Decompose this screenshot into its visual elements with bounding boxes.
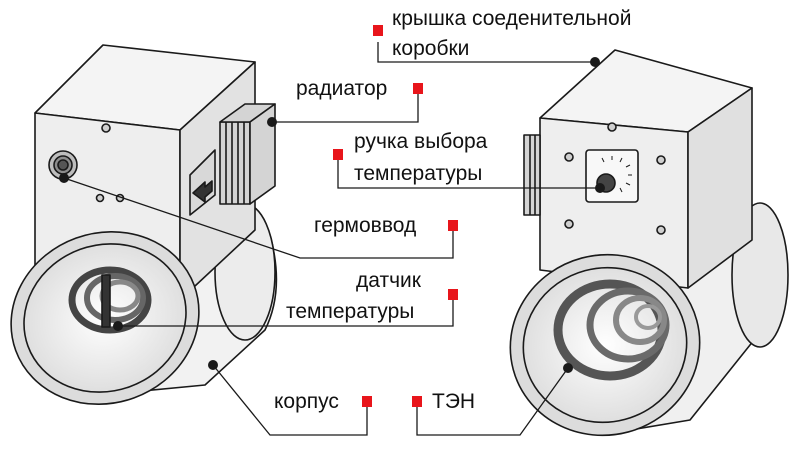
label-body: корпус xyxy=(274,390,339,413)
label-heater: ТЭН xyxy=(432,390,475,413)
right-plate-screw-4 xyxy=(656,225,666,235)
thermostat-scale xyxy=(601,156,632,193)
dot-gland xyxy=(59,173,69,183)
label-radiator: радиатор xyxy=(296,77,387,100)
marker-body xyxy=(362,396,372,407)
right-plate-screw-2 xyxy=(656,155,666,165)
heatsink xyxy=(219,103,276,205)
dot-cover xyxy=(590,57,600,67)
temperature-sensor-probe xyxy=(101,274,111,328)
dot-knob xyxy=(595,183,605,193)
left-small-screw-a xyxy=(95,193,105,203)
right-lid-screw xyxy=(607,122,617,132)
dot-heater xyxy=(563,363,573,373)
right-plate-screw-3 xyxy=(564,219,574,229)
label-sensor-line1: датчик xyxy=(356,269,422,292)
leader-heater xyxy=(416,367,569,436)
marker-radiator xyxy=(413,83,423,94)
leader-radiator xyxy=(272,89,419,123)
leader-sensor xyxy=(118,294,454,327)
right-heating-coils xyxy=(553,279,670,381)
label-knob-line1: ручка выбора xyxy=(354,130,488,153)
marker-cover xyxy=(373,25,383,36)
left-lid-screw xyxy=(101,123,111,133)
label-gland: гермоввод xyxy=(314,214,416,237)
label-knob-line2: температуры xyxy=(354,162,482,185)
marker-sensor xyxy=(448,289,458,300)
label-cover-line2: коробки xyxy=(392,37,469,60)
airflow-arrow-icon xyxy=(192,180,213,203)
left-heating-coils xyxy=(68,266,152,334)
leader-cover xyxy=(377,42,595,63)
leader-lines xyxy=(63,42,600,436)
marker-gland xyxy=(448,220,458,231)
marker-knob xyxy=(333,149,343,160)
dot-sensor xyxy=(113,321,123,331)
leader-gland xyxy=(63,177,454,259)
left-side-window xyxy=(189,149,216,216)
leader-knob xyxy=(337,155,600,189)
leader-body xyxy=(212,364,368,436)
heater-right-unit xyxy=(509,49,789,437)
label-markers xyxy=(333,25,458,407)
right-box-side xyxy=(687,87,753,289)
dot-body xyxy=(208,360,218,370)
label-sensor-line2: температуры xyxy=(286,300,414,323)
right-plate-screw-1 xyxy=(564,152,574,162)
callout-labels: крышка соеденительной коробки радиатор р… xyxy=(274,7,631,413)
heater-left-unit xyxy=(10,44,278,406)
label-cover-line1: крышка соеденительной xyxy=(392,7,631,30)
right-heatsink xyxy=(523,134,541,216)
marker-heater xyxy=(412,396,422,407)
dot-radiator xyxy=(267,117,277,127)
leader-dots xyxy=(59,57,605,373)
